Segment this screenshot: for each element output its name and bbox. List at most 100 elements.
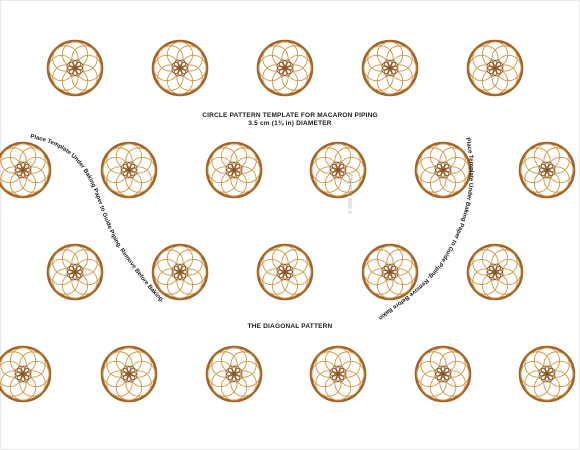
inner-petal	[276, 62, 285, 71]
inner-petal	[338, 167, 347, 176]
outer-ring	[0, 141, 52, 199]
inner-petal	[547, 371, 556, 380]
inner-petal	[20, 374, 29, 383]
center-dot	[73, 66, 77, 70]
outer-ring	[46, 39, 104, 97]
inner-petal	[20, 161, 29, 170]
inner-petal	[541, 170, 550, 179]
center-dot	[441, 168, 445, 172]
inner-petal	[486, 62, 495, 71]
outer-ring	[309, 345, 367, 403]
inner-petal	[492, 272, 501, 281]
inner-petal	[75, 62, 84, 71]
center-dot	[545, 168, 549, 172]
inner-petal	[14, 368, 23, 377]
inner-petal	[225, 368, 234, 377]
center-dot	[232, 372, 236, 376]
flower-rosette-icon	[151, 39, 209, 97]
inner-petal	[66, 65, 75, 74]
inner-petal	[538, 368, 547, 377]
inner-petal	[276, 269, 285, 278]
outer-ring	[100, 141, 158, 199]
inner-petal	[440, 365, 449, 374]
outer-ring	[151, 243, 209, 301]
inner-petal	[387, 272, 396, 281]
inner-petal	[72, 272, 81, 281]
inner-petal	[282, 59, 291, 68]
inner-petal	[225, 164, 234, 173]
inner-petal	[489, 263, 498, 272]
inner-petal	[541, 374, 550, 383]
inner-petal	[387, 59, 396, 68]
inner-petal	[547, 164, 556, 173]
inner-petal	[434, 371, 443, 380]
center-dot	[178, 270, 182, 274]
center-dot	[493, 66, 497, 70]
inner-petal	[174, 272, 183, 281]
inner-petal	[171, 269, 180, 278]
inner-petal	[384, 272, 393, 281]
inner-petal	[279, 272, 288, 281]
center-dot	[127, 372, 131, 376]
inner-petal	[329, 368, 338, 377]
inner-petal	[384, 59, 393, 68]
petal-arc	[543, 147, 570, 174]
inner-petal	[538, 164, 547, 173]
inner-petal	[338, 368, 347, 377]
template-diameter: 3.5 cm (1⅜ in) DIAMETER	[248, 120, 332, 127]
inner-petal	[437, 161, 446, 170]
outer-ring	[256, 39, 314, 97]
outer-ring	[100, 345, 158, 403]
center-dot	[21, 372, 25, 376]
inner-petal	[20, 365, 29, 374]
inner-petal	[75, 266, 84, 275]
inner-petal	[329, 371, 338, 380]
inner-petal	[390, 62, 399, 71]
inner-petal	[17, 161, 26, 170]
inner-petal	[544, 365, 553, 374]
inner-petal	[120, 167, 129, 176]
flower-rosette-icon	[100, 345, 158, 403]
center-dot	[127, 168, 131, 172]
inner-petal	[123, 161, 132, 170]
flower-rosette-icon	[256, 39, 314, 97]
petal-arc	[281, 249, 308, 276]
inner-petal	[437, 170, 446, 179]
petal-arc	[439, 351, 466, 378]
inner-petal	[69, 263, 78, 272]
inner-petal	[335, 374, 344, 383]
inner-petal	[332, 161, 341, 170]
inner-petal	[390, 269, 399, 278]
inner-petal	[234, 164, 243, 173]
inner-petal	[126, 365, 135, 374]
flower-rosette-icon	[414, 345, 472, 403]
inner-petal	[228, 170, 237, 179]
flower-rosette-icon	[361, 39, 419, 97]
petal-arc	[125, 147, 152, 174]
inner-petal	[282, 272, 291, 281]
center-dot	[73, 270, 77, 274]
inner-petal	[75, 65, 84, 74]
petal-arc	[543, 351, 570, 378]
petal-arc	[281, 45, 308, 72]
inner-petal	[381, 269, 390, 278]
inner-petal	[384, 263, 393, 272]
inner-petal	[544, 374, 553, 383]
inner-petal	[234, 368, 243, 377]
inner-petal	[279, 263, 288, 272]
inner-petal	[285, 266, 294, 275]
flower-rosette-icon	[205, 141, 263, 199]
outer-ring	[0, 345, 52, 403]
inner-petal	[495, 62, 504, 71]
inner-petal	[282, 263, 291, 272]
inner-petal	[177, 272, 186, 281]
center-dot	[388, 66, 392, 70]
inner-petal	[129, 167, 138, 176]
inner-petal	[329, 164, 338, 173]
outer-ring	[205, 345, 263, 403]
center-dot	[336, 372, 340, 376]
petal-arc	[71, 45, 98, 72]
flower-rosette-icon	[361, 243, 419, 301]
inner-petal	[228, 365, 237, 374]
inner-petal	[547, 167, 556, 176]
